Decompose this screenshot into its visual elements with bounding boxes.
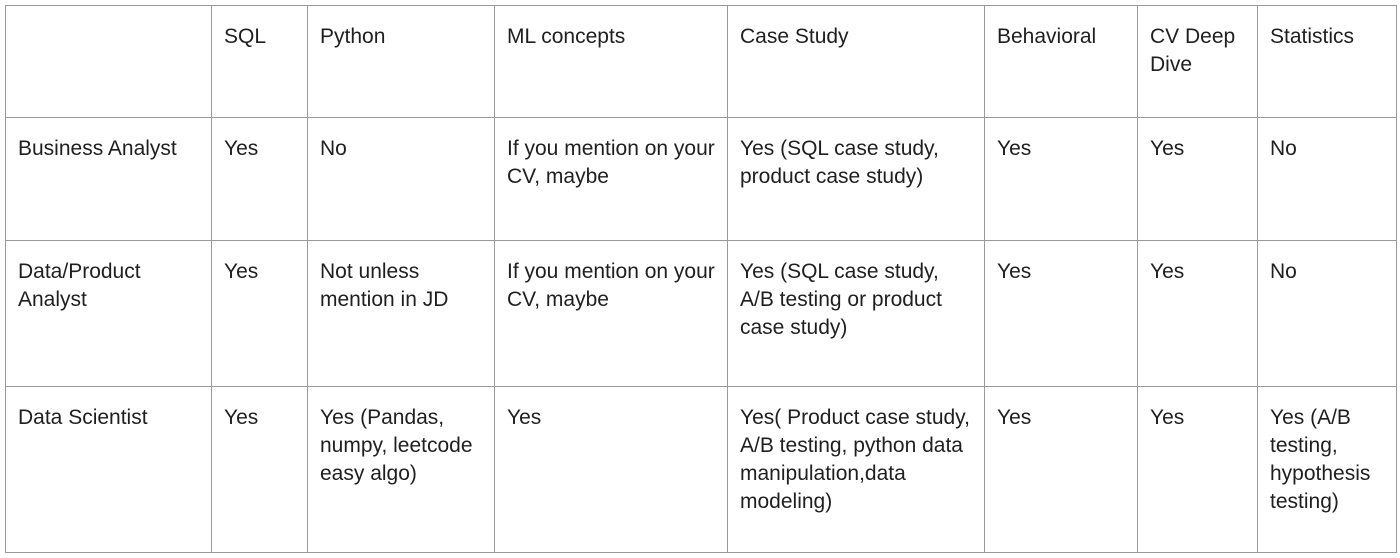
header-cell-behavioral: Behavioral	[984, 5, 1138, 118]
header-cell-empty	[5, 5, 212, 118]
table-cell: No	[307, 117, 495, 241]
table-cell: Yes	[1137, 386, 1258, 553]
table-cell: Yes	[211, 386, 308, 553]
table-row-data-product-analyst: Data/Product Analyst Yes Not unless ment…	[5, 240, 1397, 387]
table-cell: Yes( Product case study, A/B testing, py…	[727, 386, 985, 553]
header-cell-python: Python	[307, 5, 495, 118]
table-cell: Yes (SQL case study, product case study)	[727, 117, 985, 241]
header-cell-case-study: Case Study	[727, 5, 985, 118]
header-cell-statistics: Statistics	[1257, 5, 1397, 118]
table-cell: If you mention on your CV, maybe	[494, 240, 728, 387]
table-cell: No	[1257, 240, 1397, 387]
table-cell: No	[1257, 117, 1397, 241]
table-cell: Yes	[984, 117, 1138, 241]
table-cell: Yes	[494, 386, 728, 553]
header-cell-sql: SQL	[211, 5, 308, 118]
header-cell-ml-concepts: ML concepts	[494, 5, 728, 118]
interview-topics-table: SQL Python ML concepts Case Study Behavi…	[5, 5, 1397, 553]
table-cell: Yes (A/B testing, hypothesis testing)	[1257, 386, 1397, 553]
table-cell: Yes	[984, 240, 1138, 387]
table-cell: Yes	[211, 240, 308, 387]
row-label-data-product-analyst: Data/Product Analyst	[5, 240, 212, 387]
table-cell: Yes (SQL case study, A/B testing or prod…	[727, 240, 985, 387]
table-cell: Yes	[211, 117, 308, 241]
table-cell: Not unless mention in JD	[307, 240, 495, 387]
table-header-row: SQL Python ML concepts Case Study Behavi…	[5, 5, 1397, 118]
table-row-business-analyst: Business Analyst Yes No If you mention o…	[5, 117, 1397, 241]
table-cell: If you mention on your CV, maybe	[494, 117, 728, 241]
table-cell: Yes	[984, 386, 1138, 553]
row-label-data-scientist: Data Scientist	[5, 386, 212, 553]
row-label-business-analyst: Business Analyst	[5, 117, 212, 241]
header-cell-cv-deep-dive: CV Deep Dive	[1137, 5, 1258, 118]
table-row-data-scientist: Data Scientist Yes Yes (Pandas, numpy, l…	[5, 386, 1397, 553]
table-cell: Yes	[1137, 117, 1258, 241]
table-cell: Yes (Pandas, numpy, leetcode easy algo)	[307, 386, 495, 553]
table-cell: Yes	[1137, 240, 1258, 387]
